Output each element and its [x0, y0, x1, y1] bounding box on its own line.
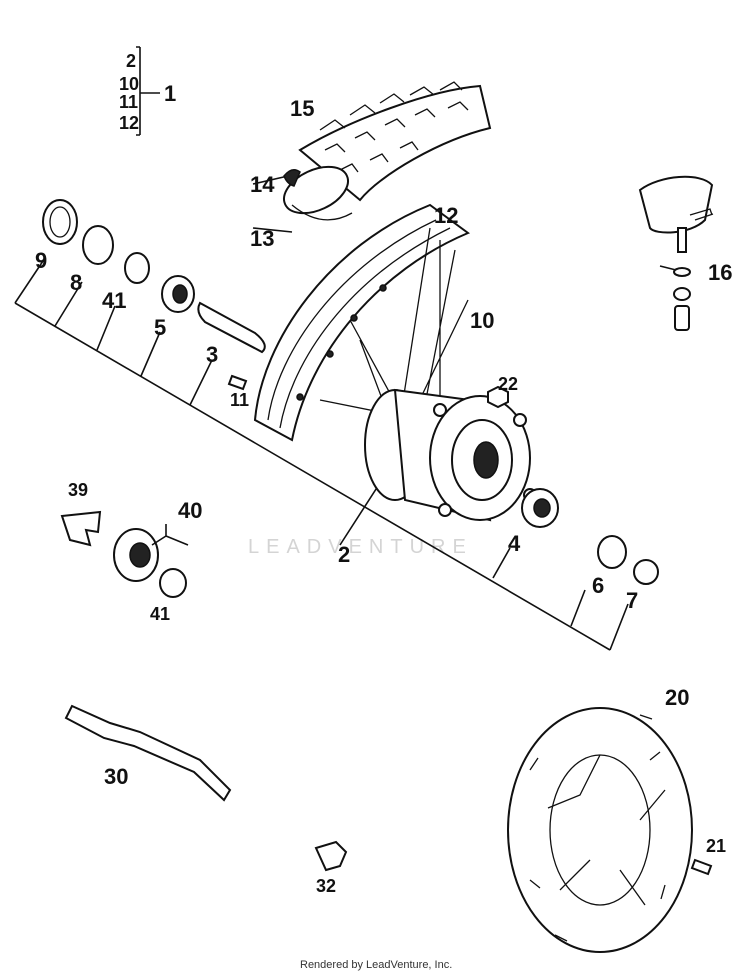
bearing-4-inner: [533, 498, 551, 518]
bolt-32: [314, 840, 348, 872]
clip-39: [60, 510, 102, 547]
seal-6: [597, 535, 627, 569]
tire: [298, 81, 492, 202]
callout-label: 14: [250, 172, 275, 197]
group-member-label: 12: [119, 113, 139, 133]
callout-label: 16: [708, 260, 732, 285]
bearing-5-inner: [172, 284, 188, 304]
nut-22: [487, 385, 509, 409]
callout-label: 11: [230, 390, 249, 410]
callout-label: 15: [290, 96, 314, 121]
leader-lines: [14, 175, 677, 651]
group-member-label: 10: [119, 74, 139, 94]
group-member-label: 2: [126, 51, 136, 71]
brake-disc: [507, 707, 693, 953]
spokes: [319, 227, 469, 431]
callout-label: 40: [178, 498, 202, 523]
watermark: LEADVENTURE: [248, 536, 473, 558]
callout-bracket-40: [151, 524, 189, 546]
circlip-41-upper: [124, 252, 150, 284]
callout-label: 3: [206, 342, 218, 367]
callout-label: 21: [706, 836, 726, 856]
seal-ring-9-inner: [49, 206, 71, 238]
callout-label: 41: [150, 604, 170, 624]
callout-label: 32: [316, 876, 336, 896]
callout-label: 8: [70, 270, 82, 295]
callout-label: 9: [35, 248, 47, 273]
callout-label: 30: [104, 764, 128, 789]
valve-assembly: [638, 175, 714, 331]
callout-label: 39: [68, 480, 88, 500]
callout-label: 13: [250, 226, 274, 251]
group-bracket: [136, 46, 160, 136]
bolt-21: [690, 858, 713, 876]
credit-text: Rendered by LeadVenture, Inc.: [300, 959, 452, 971]
o-ring-8: [82, 225, 114, 265]
wheel-hub: [364, 388, 537, 522]
axle-30: [64, 704, 232, 802]
inner-tube: [283, 165, 349, 215]
callout-label: 22: [498, 374, 518, 394]
assembly-axis-line: [14, 302, 611, 651]
callout-label: 12: [434, 203, 458, 228]
callout-label: 1: [164, 81, 176, 106]
circlip-41-lower: [159, 568, 187, 598]
callout-label: 20: [665, 685, 689, 710]
rim-band: [283, 169, 301, 187]
tube-lower: [291, 204, 353, 221]
callout-label: 5: [154, 315, 166, 340]
callout-label: 7: [626, 588, 638, 613]
seal-ring-9: [42, 199, 78, 245]
callout-label: 4: [508, 531, 521, 556]
callout-label: 6: [592, 573, 604, 598]
rim: [253, 203, 471, 442]
group-member-label: 11: [119, 92, 138, 112]
callout-label: 10: [470, 308, 494, 333]
callout-label: 2: [338, 542, 350, 567]
group-callout-1: 2 10 11 12 1: [119, 46, 176, 136]
spacer-3: [197, 301, 266, 354]
spacer-7: [633, 559, 659, 585]
bolt-11: [227, 374, 248, 391]
speedo-drive-40-inner: [129, 542, 151, 568]
callout-label: 41: [102, 288, 126, 313]
